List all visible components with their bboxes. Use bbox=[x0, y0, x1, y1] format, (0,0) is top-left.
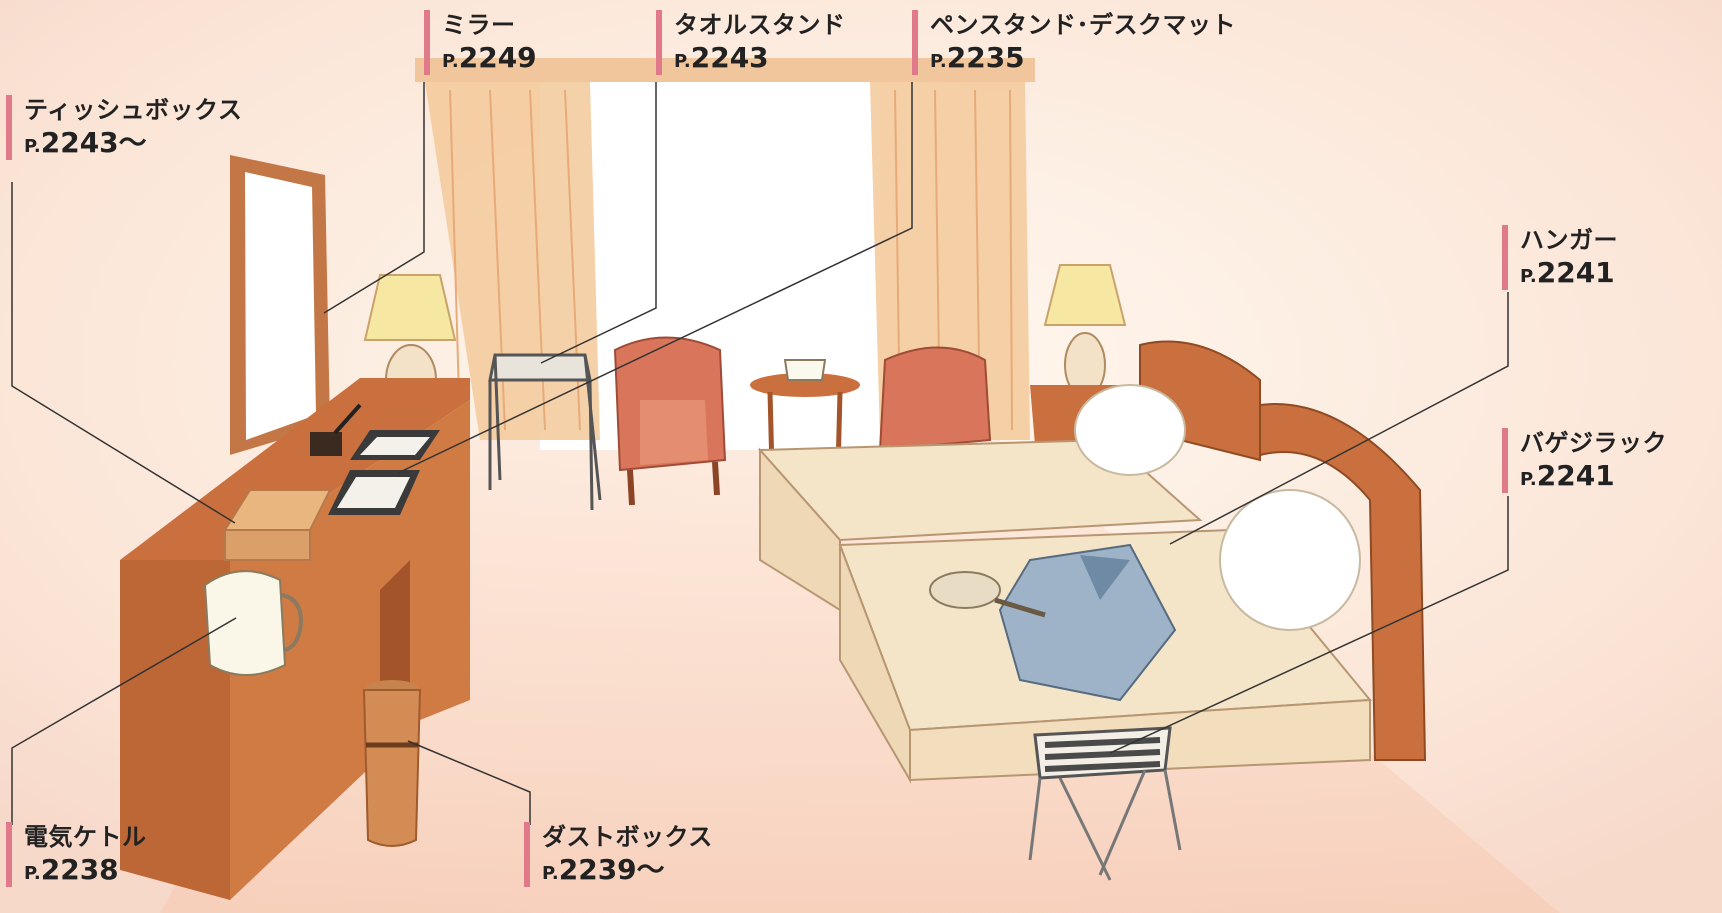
leader-kettle bbox=[11, 617, 237, 825]
leader-luggage bbox=[1109, 496, 1509, 754]
label-electric-kettle: 電気ケトル bbox=[24, 823, 147, 851]
leader-tissue bbox=[11, 182, 236, 524]
leader-dustbox bbox=[407, 740, 531, 825]
callout-dust-box: ダストボックス P.2239～ bbox=[524, 822, 713, 887]
page-ref-tissue-box[interactable]: P.2243～ bbox=[24, 126, 147, 159]
callout-pen-stand: ペンスタンド･デスクマット P.2235 bbox=[912, 10, 1236, 75]
towel-stand bbox=[488, 353, 602, 511]
page-ref-towel-stand[interactable]: P.2243 bbox=[674, 41, 769, 74]
leader-mirror bbox=[323, 82, 425, 314]
label-dust-box: ダストボックス bbox=[542, 823, 713, 851]
callout-hanger: ハンガー P.2241 bbox=[1502, 225, 1618, 290]
clothes-brush bbox=[929, 571, 1046, 618]
label-pen-stand: ペンスタンド･デスクマット bbox=[930, 11, 1237, 39]
leader-pen bbox=[397, 82, 913, 474]
curtain-rail bbox=[415, 58, 1035, 82]
label-hanger: ハンガー bbox=[1520, 226, 1618, 254]
callout-electric-kettle: 電気ケトル P.2238 bbox=[6, 822, 147, 887]
armchair-left bbox=[613, 336, 727, 506]
electric-kettle bbox=[203, 570, 303, 676]
pen-stand bbox=[310, 403, 362, 456]
label-luggage-rack: バゲジラック bbox=[1520, 429, 1667, 457]
leader-towel bbox=[540, 82, 657, 364]
leader-hanger bbox=[1169, 292, 1509, 545]
desk-mat bbox=[328, 430, 440, 515]
leader-lines bbox=[11, 82, 1509, 825]
lamp-right bbox=[1043, 264, 1127, 398]
callout-mirror: ミラー P.2249 bbox=[424, 10, 537, 75]
armchair-right bbox=[878, 346, 992, 452]
mirror bbox=[230, 155, 330, 455]
page-ref-mirror[interactable]: P.2249 bbox=[442, 41, 537, 74]
jacket bbox=[998, 543, 1177, 702]
callout-towel-stand: タオルスタンド P.2243 bbox=[656, 10, 846, 75]
callout-luggage-rack: バゲジラック P.2241 bbox=[1502, 428, 1667, 493]
label-mirror: ミラー bbox=[442, 11, 516, 39]
page-ref-hanger[interactable]: P.2241 bbox=[1520, 256, 1615, 289]
page-ref-dust-box[interactable]: P.2239～ bbox=[542, 853, 665, 886]
page-ref-electric-kettle[interactable]: P.2238 bbox=[24, 853, 119, 886]
tissue-box bbox=[223, 489, 332, 561]
curtain-left bbox=[425, 82, 600, 440]
label-towel-stand: タオルスタンド bbox=[674, 11, 846, 39]
label-tissue-box: ティッシュボックス bbox=[24, 96, 243, 124]
page-ref-pen-stand[interactable]: P.2235 bbox=[930, 41, 1025, 74]
dust-box bbox=[362, 680, 422, 847]
callout-tissue-box: ティッシュボックス P.2243～ bbox=[6, 95, 242, 160]
page-ref-luggage-rack[interactable]: P.2241 bbox=[1520, 459, 1615, 492]
bed-back bbox=[757, 340, 1261, 612]
